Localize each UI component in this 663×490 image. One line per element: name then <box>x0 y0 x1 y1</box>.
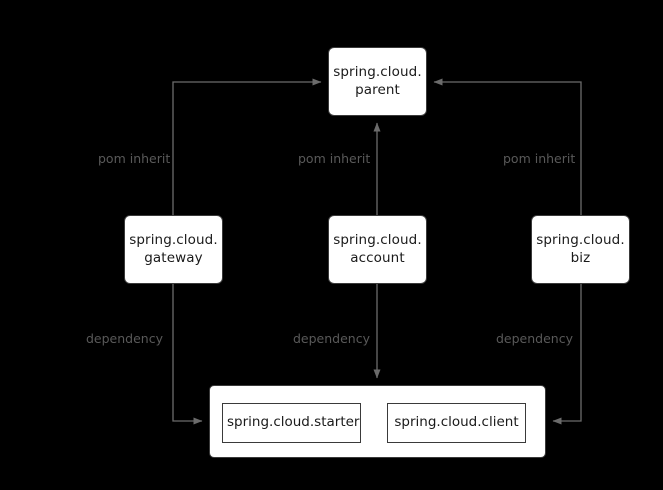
node-label-starter: spring.cloud.starter <box>227 414 360 431</box>
node-spring-cloud-client[interactable]: spring.cloud.client <box>387 403 526 443</box>
edge-label-gateway-dependency: dependency <box>86 331 163 346</box>
edge-biz-to-shared-libs <box>552 284 582 425</box>
node-spring-cloud-gateway[interactable]: spring.cloud. gateway <box>124 215 223 284</box>
node-spring-cloud-account[interactable]: spring.cloud. account <box>328 215 427 284</box>
edge-gateway-to-shared-libs <box>172 284 203 425</box>
node-label-account: spring.cloud. account <box>333 231 422 266</box>
node-label-biz: spring.cloud. biz <box>536 231 625 266</box>
edge-biz-to-parent <box>433 78 582 215</box>
edge-gateway-to-parent <box>172 78 322 215</box>
node-label-gateway: spring.cloud. gateway <box>129 231 218 266</box>
node-label-client: spring.cloud.client <box>394 414 519 431</box>
edge-label-gateway-pom-inherit: pom inherit <box>98 151 171 166</box>
edge-label-biz-dependency: dependency <box>496 331 573 346</box>
node-label-parent: spring.cloud. parent <box>333 63 422 98</box>
node-spring-cloud-biz[interactable]: spring.cloud. biz <box>531 215 630 284</box>
node-spring-cloud-starter[interactable]: spring.cloud.starter <box>222 403 361 443</box>
edge-label-account-dependency: dependency <box>293 331 370 346</box>
edge-label-biz-pom-inherit: pom inherit <box>503 151 576 166</box>
node-spring-cloud-parent[interactable]: spring.cloud. parent <box>328 47 427 116</box>
edge-label-account-pom-inherit: pom inherit <box>298 151 371 166</box>
